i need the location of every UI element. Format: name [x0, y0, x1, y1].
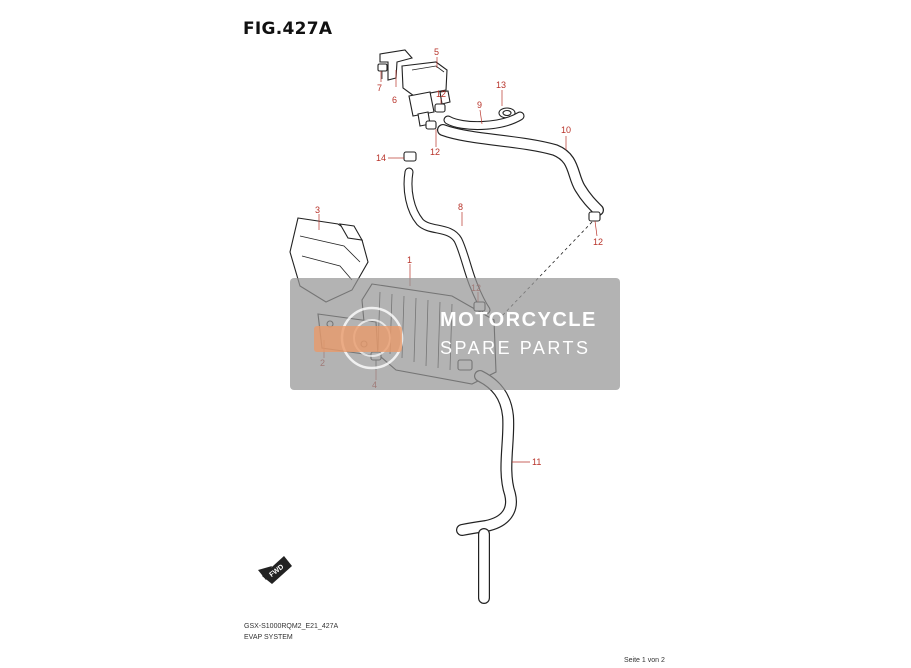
- watermark-subtitle: SPARE PARTS: [440, 338, 591, 358]
- callout-5: 5: [434, 47, 439, 57]
- callout-6: 6: [392, 95, 397, 105]
- hose-9: [443, 111, 525, 131]
- page-number: Seite 1 von 2: [624, 657, 665, 664]
- callout-11: 11: [532, 457, 541, 467]
- callout-8: 8: [458, 202, 463, 212]
- callout-3: 3: [315, 205, 320, 215]
- clamp-12a: [434, 103, 446, 113]
- clamp-12c: [588, 211, 601, 222]
- figure-title: FIG.427A: [243, 19, 333, 39]
- clamp-14: [403, 151, 417, 162]
- fwd-arrow-icon: FWD: [258, 556, 292, 584]
- hose-11: [456, 370, 517, 604]
- watermark-title: MOTORCYCLE: [440, 309, 597, 331]
- clamp-12b: [425, 120, 437, 130]
- callout-12b: 12: [430, 147, 440, 157]
- watermark-banner: MOTORCYCLE SPARE PARTS: [290, 278, 620, 390]
- callout-12a: 12: [436, 89, 446, 99]
- figure-code: GSX-S1000RQM2_E21_427A: [244, 623, 339, 630]
- callout-1: 1: [407, 255, 412, 265]
- figure-caption: EVAP SYSTEM: [244, 634, 293, 641]
- callout-14: 14: [376, 153, 386, 163]
- callout-13: 13: [496, 80, 506, 90]
- callout-7: 7: [377, 83, 382, 93]
- bolt-7: [377, 63, 388, 79]
- callout-12c: 12: [593, 237, 603, 247]
- msp-logo-icon: [314, 306, 404, 370]
- callout-9: 9: [477, 100, 482, 110]
- hose-10: [437, 124, 604, 216]
- purge-valve: [401, 61, 451, 127]
- callout-10: 10: [561, 125, 571, 135]
